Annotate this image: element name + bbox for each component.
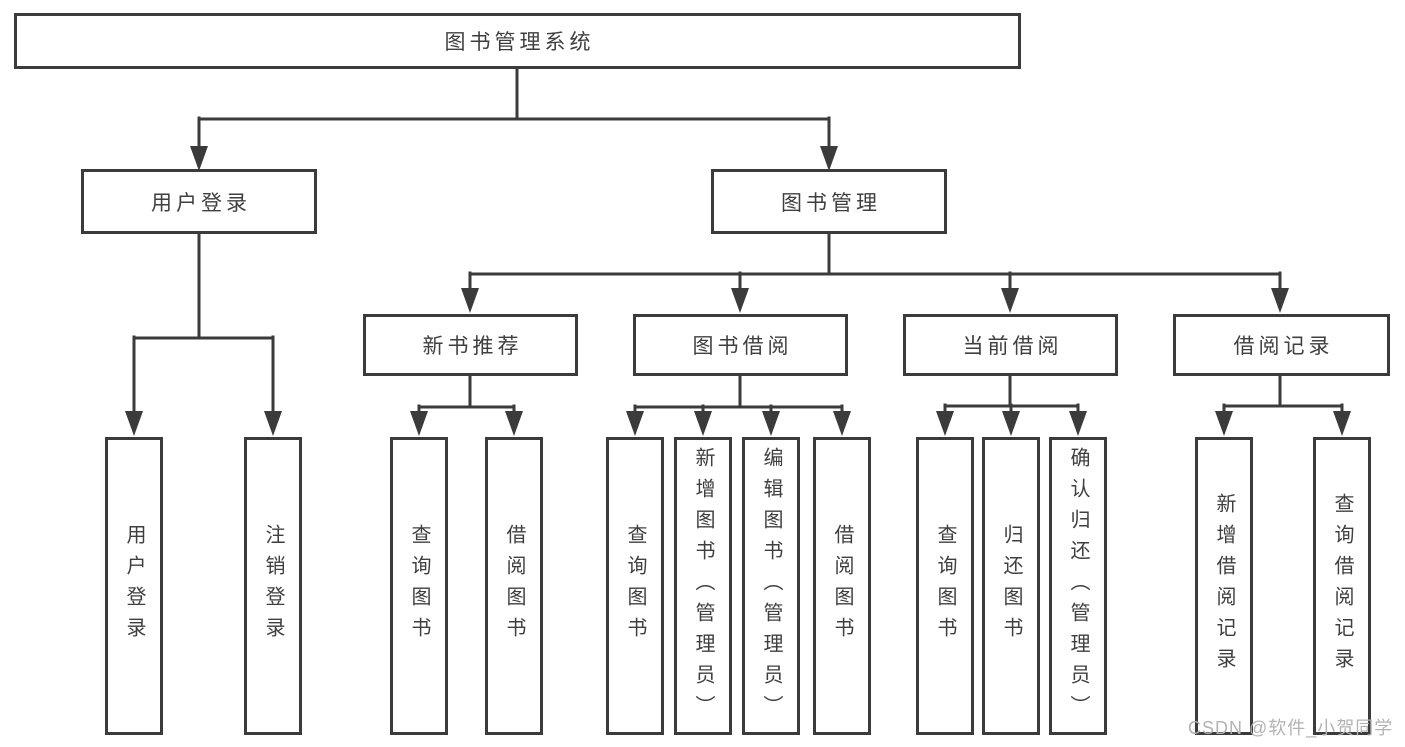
node-root-label: 图书管理系统 (444, 31, 595, 54)
node-book-management-label: 图书管理 (781, 191, 881, 215)
leaf-confirm-return-admin: 确认归还（管理员） (1049, 437, 1107, 735)
leaf-borrow-books-recommend: 借阅图书 (485, 437, 543, 735)
node-new-book-recommend: 新书推荐 (363, 314, 578, 376)
leaf-edit-book-admin: 编辑图书（管理员） (742, 437, 800, 735)
node-user-login-branch-label: 用户登录 (151, 191, 251, 215)
node-borrowing-records-label: 借阅记录 (1233, 335, 1334, 358)
leaf-return-book-label: 归还图书 (1000, 524, 1022, 648)
node-book-management: 图书管理 (711, 169, 947, 234)
leaf-confirm-return-admin-label: 确认归还（管理员） (1067, 446, 1089, 726)
node-root: 图书管理系统 (14, 13, 1021, 69)
leaf-borrow-books-recommend-label: 借阅图书 (503, 524, 525, 648)
leaf-return-book: 归还图书 (982, 437, 1040, 735)
leaf-user-login: 用户登录 (105, 437, 163, 735)
leaf-borrow-books-borrowing: 借阅图书 (813, 437, 871, 735)
leaf-logout-label: 注销登录 (262, 524, 284, 648)
node-book-borrowing-label: 图书借阅 (692, 335, 793, 358)
leaf-add-borrow-record-label: 新增借阅记录 (1213, 493, 1235, 679)
leaf-query-books-borrowing: 查询图书 (606, 437, 664, 735)
leaf-logout: 注销登录 (244, 437, 302, 735)
leaf-query-borrow-record-label: 查询借阅记录 (1331, 493, 1353, 679)
leaf-borrow-books-borrowing-label: 借阅图书 (831, 524, 853, 648)
node-current-borrowing: 当前借阅 (903, 314, 1118, 376)
leaf-query-books-recommend-label: 查询图书 (408, 524, 430, 648)
leaf-query-books-borrowing-label: 查询图书 (624, 524, 646, 648)
node-user-login-branch: 用户登录 (81, 169, 317, 234)
leaf-add-borrow-record: 新增借阅记录 (1195, 437, 1253, 735)
node-borrowing-records: 借阅记录 (1173, 314, 1390, 376)
arrowhead-icons (125, 146, 1351, 436)
node-book-borrowing: 图书借阅 (633, 314, 848, 376)
leaf-add-book-admin: 新增图书（管理员） (674, 437, 732, 735)
connector-paths (132, 66, 1344, 415)
leaf-query-books-current-label: 查询图书 (934, 524, 956, 648)
leaf-query-books-current: 查询图书 (916, 437, 974, 735)
leaf-query-books-recommend: 查询图书 (390, 437, 448, 735)
node-current-borrowing-label: 当前借阅 (962, 335, 1063, 358)
leaf-add-book-admin-label: 新增图书（管理员） (692, 446, 714, 726)
leaf-user-login-label: 用户登录 (123, 524, 145, 648)
leaf-edit-book-admin-label: 编辑图书（管理员） (760, 446, 782, 726)
csdn-watermark: CSDN @软件_小贺同学 (1188, 718, 1394, 738)
leaf-query-borrow-record: 查询借阅记录 (1313, 437, 1371, 735)
node-new-book-recommend-label: 新书推荐 (422, 335, 523, 358)
